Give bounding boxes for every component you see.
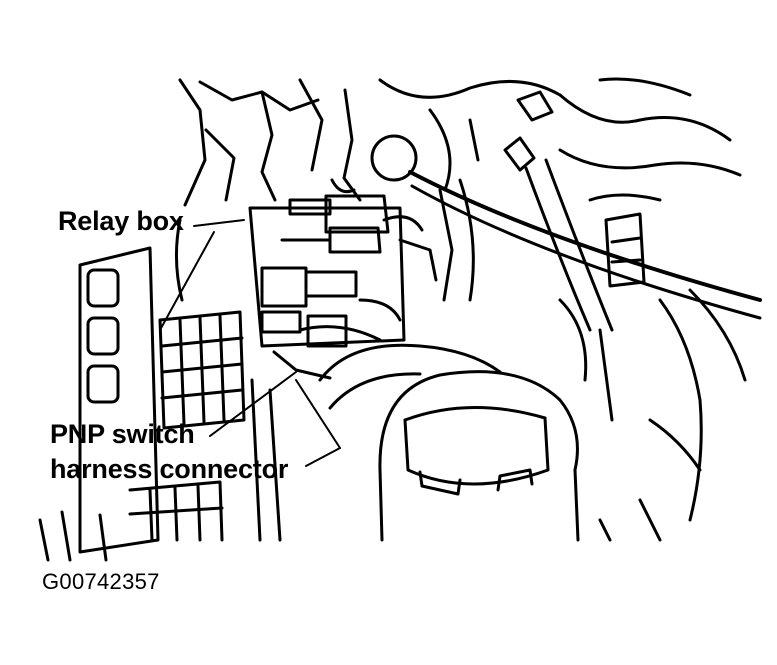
figure-code: G00742357 [42,569,160,594]
relay-box-label: Relay box [58,206,184,236]
pnp-switch-label-line1: PNP switch [50,419,195,449]
pnp-leader-1 [209,371,297,437]
reservoir-cap [298,325,662,542]
pnp-switch-label-line2: harness connector [50,454,289,484]
hose-assembly [408,90,762,522]
relay-box [248,194,438,380]
engine-background-lines [174,77,742,302]
relay-box-leader-tail [159,231,215,331]
leader-lines [159,219,341,467]
pnp-leader-2 [295,379,341,467]
fuse-block [38,246,282,562]
relay-box-leader [193,219,245,227]
